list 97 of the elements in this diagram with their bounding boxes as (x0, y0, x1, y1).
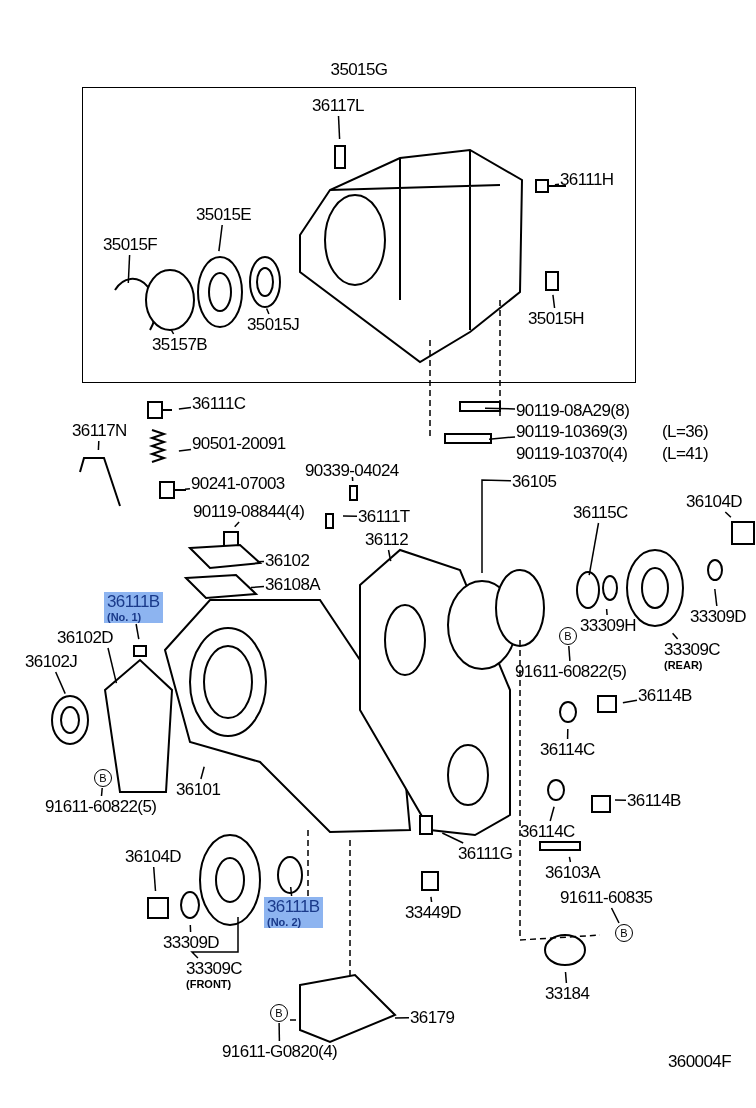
part-number: 36103A (545, 863, 600, 882)
part-number: 36111C (192, 394, 246, 413)
leader-line (337, 115, 341, 140)
leader-line (481, 479, 512, 574)
part-number: 36114B (627, 791, 681, 810)
part-number: 36102J (25, 652, 78, 671)
part-number: 35015H (528, 309, 584, 328)
leader-line (100, 787, 103, 797)
part-number: 36105 (512, 472, 557, 491)
leader-line (218, 224, 223, 252)
part-number: 36111B (No. 2) (264, 897, 323, 928)
part-number: 36104D (125, 847, 181, 866)
leader-line (568, 856, 572, 863)
leader-line (184, 487, 191, 490)
leader-line (250, 585, 265, 589)
leader-line (714, 588, 718, 607)
leader-line (278, 1022, 281, 1042)
leader-line (387, 549, 392, 562)
part-number: 36102D (57, 628, 113, 647)
part-number: 90119-08844(4) (193, 502, 305, 521)
leader-line (265, 307, 270, 315)
part-number: 90339-04024 (305, 461, 399, 480)
part-number: 33184 (545, 984, 590, 1003)
part-number: 35015F (103, 235, 158, 254)
part-number: 91611-G0820(4) (222, 1042, 338, 1061)
part-number: 90119-10370(4) (516, 444, 628, 464)
part-number: 90119-10369(3) (516, 422, 628, 441)
part-number: 36111T (358, 507, 410, 526)
part-number: 33309D (163, 933, 219, 952)
leader-line (568, 645, 571, 662)
leader-line (554, 183, 560, 186)
leader-line (441, 832, 464, 844)
leader-line (127, 254, 131, 284)
group-heading: 35015G (329, 60, 389, 79)
part-number: 36101 (176, 780, 221, 799)
leader-line (549, 806, 555, 822)
leader-line (190, 916, 239, 959)
leader-line (342, 515, 358, 517)
leader-line (170, 329, 175, 335)
part-number: 36111G (458, 844, 513, 863)
part-number: 36179 (410, 1008, 455, 1027)
leader-line (614, 799, 627, 801)
part-number: 90119-08A29(8) (516, 401, 630, 420)
leader-line (605, 608, 608, 616)
leader-line (552, 294, 556, 309)
part-number: 91611-60822(5) (45, 797, 157, 816)
leader-line (135, 623, 140, 640)
part-number: 36117L (312, 96, 364, 115)
leader-line (152, 866, 157, 892)
part-number: 90501-20091 (192, 434, 286, 453)
leader-line (200, 766, 205, 780)
leader-line (54, 671, 66, 695)
drawing-number: 360004F (668, 1052, 731, 1072)
leader-line (351, 476, 354, 482)
leader-line (484, 407, 516, 410)
part-number: 36114B (638, 686, 692, 705)
part-number: 36104D (686, 492, 742, 511)
part-number: 36112 (365, 530, 408, 549)
part-number: 36108A (265, 575, 320, 594)
leader-line (178, 448, 192, 452)
leader-line (430, 896, 433, 903)
part-number: 35015E (196, 205, 251, 224)
leader-line (564, 971, 568, 984)
leader-line (256, 560, 265, 563)
leader-line (233, 521, 240, 528)
leader-line (189, 924, 192, 933)
leader-line (610, 907, 620, 924)
leader-line (671, 632, 679, 640)
leader-line (178, 406, 192, 410)
part-number: 33309H (580, 616, 636, 635)
length-note: (L=36) (662, 422, 708, 442)
part-number: 36102 (265, 551, 310, 570)
leader-line (488, 436, 516, 441)
part-number: 33309D (690, 607, 746, 626)
part-number: 91611-60835 (560, 888, 653, 907)
part-number: 36115C (573, 503, 628, 522)
length-note: (L=41) (662, 444, 708, 464)
part-number: 36117N (72, 421, 127, 440)
part-number: 91611-60822(5) (515, 662, 627, 681)
part-number: 90241-07003 (191, 474, 285, 493)
leader-line (107, 647, 118, 684)
part-number: 35157B (152, 335, 207, 354)
leader-line (97, 440, 100, 451)
leader-line (588, 522, 600, 576)
leader-line (566, 728, 569, 740)
leader-line (622, 699, 638, 704)
leader-line (289, 886, 293, 897)
part-number: 33309C (REAR) (664, 640, 720, 671)
part-number: 36111H (560, 170, 614, 189)
leader-line (724, 511, 732, 518)
part-number: 33309C (FRONT) (186, 959, 242, 990)
part-number: 36111B (No. 1) (104, 592, 163, 623)
leader-line (394, 1017, 410, 1019)
part-number: 36114C (520, 822, 575, 841)
part-number: 36114C (540, 740, 595, 759)
part-number: 33449D (405, 903, 461, 922)
part-number: 35015J (247, 315, 300, 334)
